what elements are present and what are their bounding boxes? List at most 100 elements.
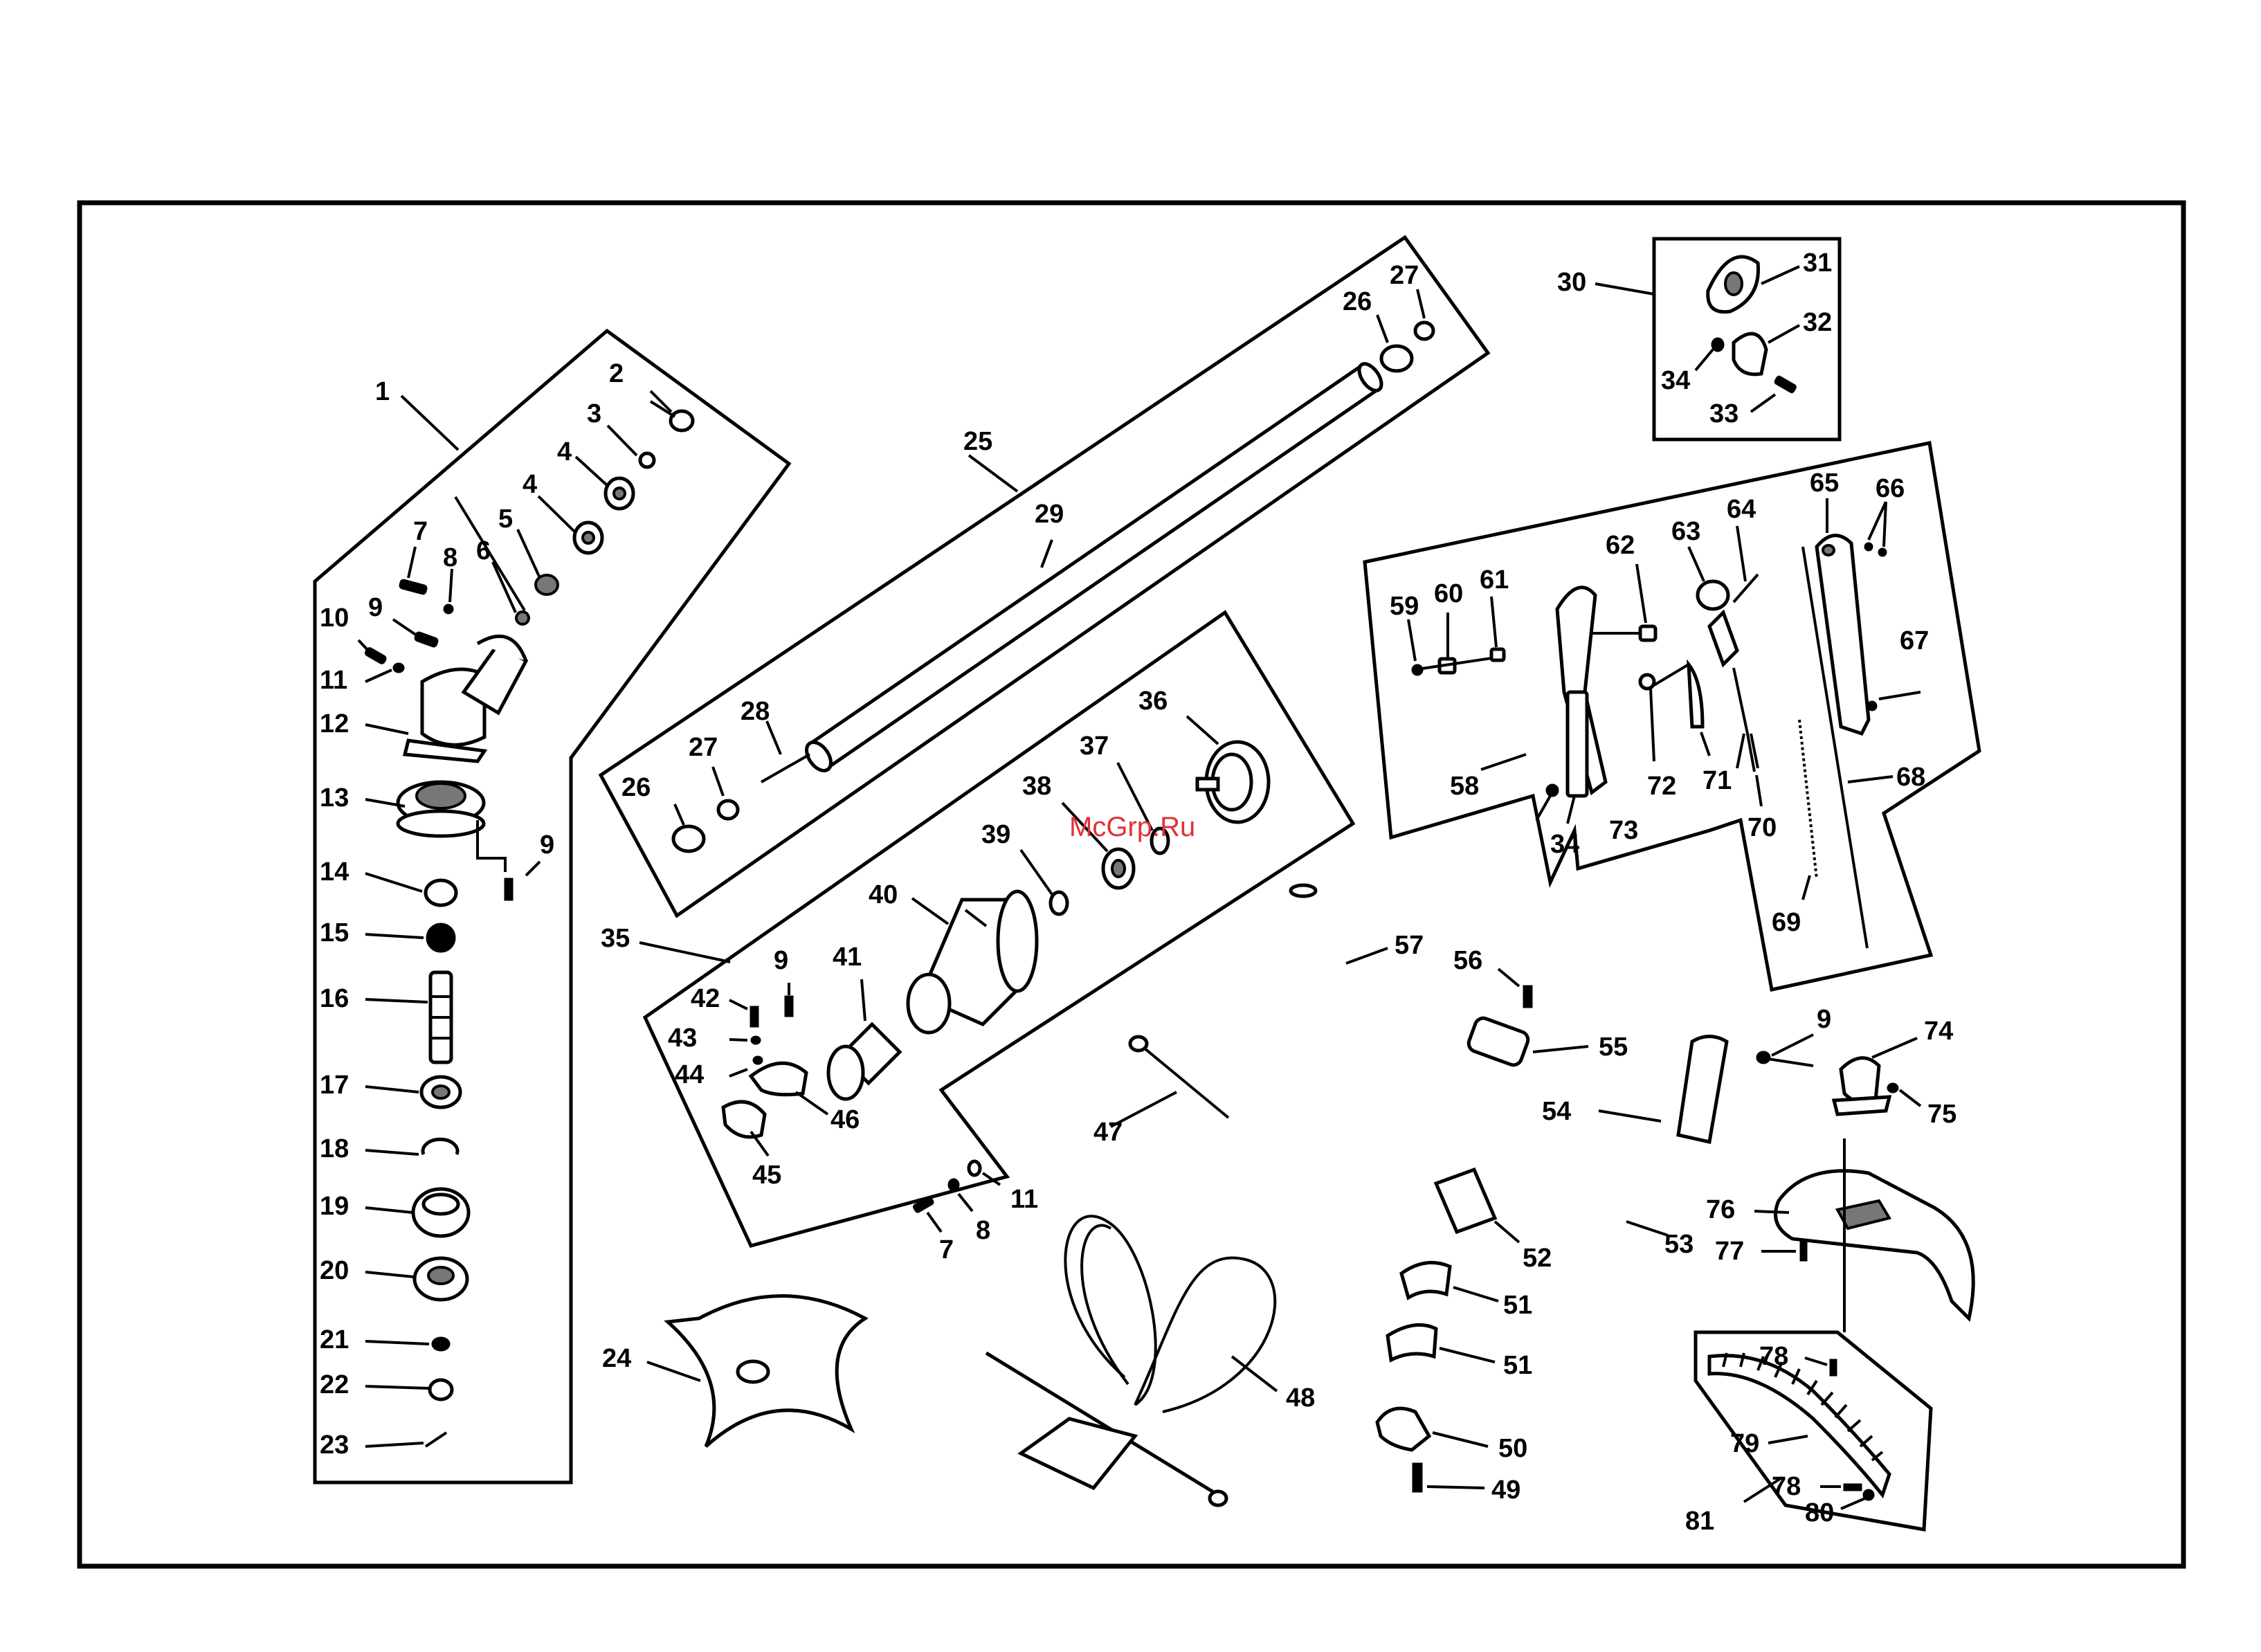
group-clamp: 30 31 32 34 33 bbox=[1557, 239, 1840, 439]
callout-58: 58 bbox=[1450, 772, 1479, 801]
callout-78: 78 bbox=[1759, 1342, 1788, 1371]
callout-7: 7 bbox=[413, 517, 428, 546]
callout-46: 46 bbox=[830, 1105, 860, 1134]
guard-parts: 9 74 75 76 77 78 79 78 80 81 bbox=[1685, 1005, 1973, 1536]
callout-17: 17 bbox=[320, 1071, 349, 1100]
handle-parts: 57 56 55 54 53 52 51 51 50 49 bbox=[1291, 885, 1727, 1505]
callout-9: 9 bbox=[774, 946, 788, 975]
callout-36: 36 bbox=[1138, 687, 1168, 716]
callout-9: 9 bbox=[540, 830, 554, 860]
callout-63: 63 bbox=[1671, 517, 1700, 546]
harness-part-48: 48 bbox=[986, 1216, 1315, 1505]
callout-54: 54 bbox=[1542, 1097, 1571, 1126]
diagram-frame bbox=[80, 203, 2183, 1566]
callout-34: 34 bbox=[1661, 366, 1690, 395]
callout-40: 40 bbox=[869, 880, 898, 909]
callout-70: 70 bbox=[1747, 813, 1777, 842]
callout-65: 65 bbox=[1810, 469, 1839, 498]
callout-67: 67 bbox=[1900, 626, 1929, 655]
callout-10: 10 bbox=[320, 603, 349, 633]
callout-20: 20 bbox=[320, 1256, 349, 1285]
callout-12: 12 bbox=[320, 709, 349, 738]
callout-33: 33 bbox=[1709, 399, 1738, 428]
callout-47: 47 bbox=[1093, 1118, 1123, 1147]
callout-55: 55 bbox=[1599, 1033, 1628, 1062]
callout-48: 48 bbox=[1286, 1383, 1315, 1413]
callout-79: 79 bbox=[1730, 1429, 1759, 1458]
callout-45: 45 bbox=[752, 1161, 781, 1190]
callout-43: 43 bbox=[668, 1024, 697, 1053]
callout-21: 21 bbox=[320, 1325, 349, 1354]
callout-66: 66 bbox=[1876, 474, 1905, 503]
callout-6: 6 bbox=[476, 536, 491, 565]
callout-62: 62 bbox=[1606, 531, 1635, 560]
callout-24: 24 bbox=[602, 1344, 631, 1373]
callout-1: 1 bbox=[375, 377, 390, 406]
callout-23: 23 bbox=[320, 1431, 349, 1460]
callout-29: 29 bbox=[1035, 500, 1064, 529]
rod-part-47: 47 bbox=[1093, 1037, 1228, 1147]
callout-19: 19 bbox=[320, 1192, 349, 1221]
callout-42: 42 bbox=[691, 984, 720, 1013]
callout-51: 51 bbox=[1503, 1291, 1532, 1320]
callout-39: 39 bbox=[981, 820, 1010, 849]
callout-26: 26 bbox=[1343, 287, 1372, 316]
callout-80: 80 bbox=[1805, 1498, 1834, 1527]
blade-part-24: 24 bbox=[602, 1296, 865, 1447]
callout-18: 18 bbox=[320, 1134, 349, 1163]
callout-22: 22 bbox=[320, 1370, 349, 1399]
callout-52: 52 bbox=[1523, 1244, 1552, 1273]
callout-74: 74 bbox=[1924, 1017, 1953, 1046]
callout-57: 57 bbox=[1395, 931, 1424, 960]
callout-31: 31 bbox=[1803, 248, 1832, 278]
callout-32: 32 bbox=[1803, 308, 1832, 337]
callout-69: 69 bbox=[1772, 908, 1801, 937]
callout-73: 73 bbox=[1609, 816, 1638, 845]
callout-81: 81 bbox=[1685, 1507, 1714, 1536]
callout-4: 4 bbox=[557, 437, 572, 466]
callout-59: 59 bbox=[1390, 592, 1419, 621]
callout-26: 26 bbox=[621, 773, 651, 802]
callout-76: 76 bbox=[1706, 1195, 1735, 1224]
callout-27: 27 bbox=[689, 733, 718, 762]
callout-11: 11 bbox=[1010, 1185, 1038, 1214]
callout-38: 38 bbox=[1022, 772, 1051, 801]
callout-35: 35 bbox=[601, 924, 630, 953]
callout-64: 64 bbox=[1727, 495, 1756, 524]
callout-3: 3 bbox=[587, 399, 601, 428]
callout-28: 28 bbox=[741, 697, 770, 726]
callout-49: 49 bbox=[1491, 1476, 1520, 1505]
screws-7-8-11: 11 8 7 bbox=[913, 1161, 1038, 1264]
callout-7: 7 bbox=[939, 1235, 954, 1264]
callout-9: 9 bbox=[1817, 1005, 1831, 1034]
watermark: McGrp.Ru bbox=[1069, 812, 1195, 842]
callout-78: 78 bbox=[1772, 1472, 1801, 1501]
callout-41: 41 bbox=[833, 943, 862, 972]
callout-15: 15 bbox=[320, 918, 349, 947]
callout-68: 68 bbox=[1896, 763, 1925, 792]
callout-60: 60 bbox=[1434, 579, 1463, 608]
callout-16: 16 bbox=[320, 984, 349, 1013]
callout-8: 8 bbox=[976, 1216, 990, 1245]
callout-75: 75 bbox=[1927, 1100, 1956, 1129]
callout-5: 5 bbox=[498, 505, 513, 534]
callout-4: 4 bbox=[523, 470, 537, 499]
callout-61: 61 bbox=[1480, 565, 1509, 594]
callout-9: 9 bbox=[368, 593, 383, 622]
group-drive-shaft: 25 26 27 29 28 27 26 bbox=[601, 237, 1488, 916]
callout-56: 56 bbox=[1453, 946, 1482, 975]
callout-11: 11 bbox=[320, 666, 347, 695]
callout-2: 2 bbox=[609, 359, 624, 388]
callout-27: 27 bbox=[1390, 261, 1419, 290]
callout-37: 37 bbox=[1080, 732, 1109, 761]
callout-14: 14 bbox=[320, 857, 349, 887]
callout-77: 77 bbox=[1715, 1237, 1744, 1266]
callout-50: 50 bbox=[1498, 1434, 1527, 1463]
callout-51: 51 bbox=[1503, 1351, 1532, 1380]
callout-25: 25 bbox=[963, 427, 992, 456]
callout-30: 30 bbox=[1557, 268, 1586, 297]
callout-8: 8 bbox=[443, 543, 457, 572]
callout-71: 71 bbox=[1702, 766, 1732, 795]
callout-34: 34 bbox=[1550, 830, 1579, 859]
